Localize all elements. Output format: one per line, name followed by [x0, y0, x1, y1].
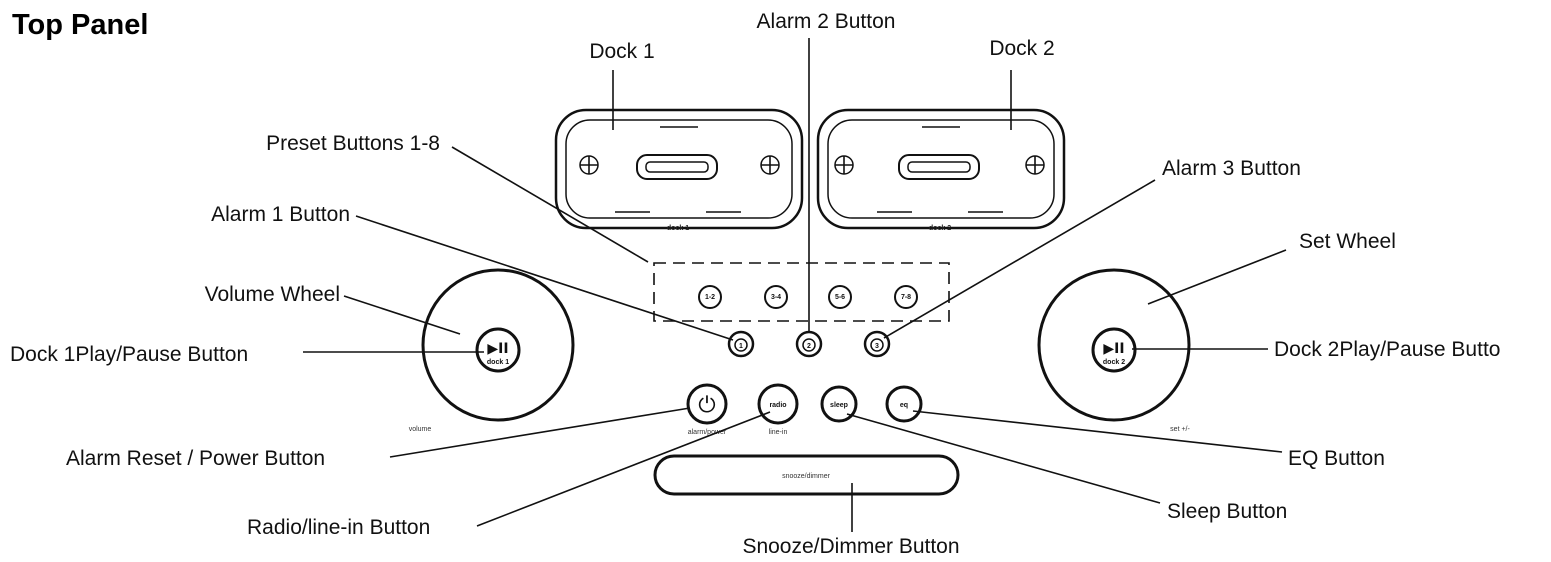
dock-2: dock 2: [816, 108, 1066, 232]
leader-eq: [912, 410, 1283, 453]
alarm-1-button[interactable]: 1: [727, 330, 755, 358]
callout-alarm-2: Alarm 2 Button: [757, 10, 896, 33]
eq-button[interactable]: eq: [885, 385, 923, 423]
leader-alarm-3: [883, 179, 1156, 339]
callout-sleep: Sleep Button: [1167, 500, 1287, 523]
sleep-button[interactable]: sleep: [820, 385, 858, 423]
leader-sleep: [846, 413, 1161, 504]
power-icon: ⏻: [698, 393, 715, 418]
leader-alarm-1: [355, 215, 734, 341]
leader-set-wheel: [1147, 249, 1287, 305]
callout-eq: EQ Button: [1288, 447, 1385, 470]
eq-label: eq: [900, 402, 908, 409]
screw-icon: [834, 155, 854, 175]
callout-presets: Preset Buttons 1-8: [266, 132, 440, 155]
leader-volume-wheel: [343, 295, 461, 335]
snooze-label: snooze/dimmer: [782, 473, 831, 480]
preset-button-label: 7-8: [901, 294, 911, 301]
dock-1-play-label: dock 1: [487, 359, 509, 366]
alarm-clock-icon: [870, 338, 884, 352]
callout-dock-2-play: Dock 2Play/Pause Butto: [1274, 338, 1500, 361]
callout-snooze: Snooze/Dimmer Button: [742, 535, 959, 558]
leader-lines: [303, 38, 1287, 532]
dock-1: dock 1: [554, 108, 804, 232]
callout-volume-wheel: Volume Wheel: [205, 283, 340, 306]
alarm-3-number: 3: [875, 343, 879, 350]
callout-alarm-3: Alarm 3 Button: [1162, 157, 1301, 180]
play-pause-icon: ▶II: [487, 341, 508, 357]
alarm-2-number: 2: [807, 343, 811, 350]
diagram-title: Top Panel: [12, 9, 148, 41]
set-label: set +/-: [1170, 426, 1190, 433]
snooze-dimmer-button[interactable]: snooze/dimmer: [653, 454, 960, 496]
callout-alarm-1: Alarm 1 Button: [211, 203, 350, 226]
volume-label: volume: [409, 426, 432, 433]
preset-group-outline: [653, 262, 950, 322]
alarm-clock-icon: [734, 338, 748, 352]
callout-radio: Radio/line-in Button: [247, 516, 430, 539]
play-pause-icon: ▶II: [1103, 341, 1124, 357]
callout-dock-1: Dock 1: [589, 40, 654, 63]
alarm-1-number: 1: [739, 343, 743, 350]
power-sub-label: alarm/power: [688, 429, 727, 436]
screw-icon: [1025, 155, 1045, 175]
callout-dock-1-play: Dock 1Play/Pause Button: [10, 343, 248, 366]
preset-button-label: 5-6: [835, 294, 845, 301]
radio-label: radio: [769, 402, 786, 409]
power-button[interactable]: ⏻ alarm/power: [686, 383, 728, 436]
radio-line-in-button[interactable]: radio line-in: [757, 383, 799, 436]
radio-sub-label: line-in: [769, 429, 788, 436]
preset-button-label: 1-2: [705, 294, 715, 301]
preset-button[interactable]: 7-8: [894, 285, 918, 309]
screw-icon: [760, 155, 780, 175]
set-wheel[interactable]: set +/-: [1037, 268, 1191, 433]
leader-radio: [476, 411, 771, 527]
preset-button[interactable]: 5-6: [828, 285, 852, 309]
screw-icon: [579, 155, 599, 175]
alarm-3-button[interactable]: 3: [863, 330, 891, 358]
alarm-2-button[interactable]: 2: [795, 330, 823, 358]
dock-1-play-pause-button[interactable]: ▶II dock 1: [475, 327, 521, 373]
volume-wheel[interactable]: volume: [409, 268, 575, 433]
dock-2-play-label: dock 2: [1103, 359, 1125, 366]
preset-button-label: 3-4: [771, 294, 781, 301]
alarm-clock-icon: [802, 338, 816, 352]
preset-button[interactable]: 1-2: [698, 285, 722, 309]
callout-set-wheel: Set Wheel: [1299, 230, 1396, 253]
leader-power: [389, 407, 691, 458]
callout-power: Alarm Reset / Power Button: [66, 447, 325, 470]
leader-presets: [451, 146, 649, 263]
dock-1-label: dock 1: [667, 225, 689, 232]
callout-dock-2: Dock 2: [989, 37, 1054, 60]
dock-2-play-pause-button[interactable]: ▶II dock 2: [1091, 327, 1137, 373]
preset-button[interactable]: 3-4: [764, 285, 788, 309]
dock-2-label: dock 2: [929, 225, 951, 232]
sleep-label: sleep: [830, 402, 848, 409]
